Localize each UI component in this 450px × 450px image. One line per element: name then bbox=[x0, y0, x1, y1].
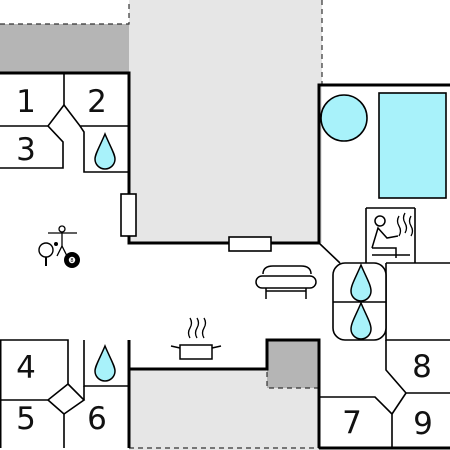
roof-top-left bbox=[0, 24, 129, 72]
shower-icon bbox=[94, 344, 116, 382]
room-number-6: 6 bbox=[87, 401, 107, 437]
wall-bottom-mid bbox=[127, 338, 321, 448]
table-tennis-icon bbox=[38, 242, 58, 266]
partitions-top-left bbox=[0, 73, 129, 173]
terrace-top-boundary bbox=[0, 0, 130, 25]
room-number-2: 2 bbox=[87, 84, 107, 120]
svg-text:8: 8 bbox=[70, 258, 73, 264]
dashed-boundaries bbox=[0, 0, 323, 449]
pool-area bbox=[320, 92, 447, 199]
room-number-5: 5 bbox=[16, 401, 36, 437]
partitions-right bbox=[318, 207, 450, 448]
shower-icon bbox=[350, 263, 372, 302]
room-number-9: 9 bbox=[413, 406, 433, 442]
shower-icon bbox=[350, 301, 372, 340]
room-number-4: 4 bbox=[16, 350, 36, 386]
partitions-bottom-left bbox=[0, 339, 129, 448]
cooking-pot-icon bbox=[170, 317, 222, 360]
terrace-top bbox=[129, 0, 322, 243]
room-number-7: 7 bbox=[342, 405, 362, 441]
shower-rooms bbox=[94, 132, 387, 382]
table-football-icon bbox=[48, 225, 77, 257]
room-numbers: 1 2 3 4 5 6 7 8 9 bbox=[16, 84, 433, 442]
window-left bbox=[120, 193, 137, 237]
windows bbox=[120, 193, 272, 252]
outdoor-areas bbox=[0, 0, 322, 450]
sofa-icon bbox=[255, 265, 317, 299]
wall-top-left bbox=[0, 71, 450, 245]
billiard-ball-icon: 8 bbox=[64, 252, 80, 268]
hot-tub-icon bbox=[320, 94, 368, 142]
roof-bottom-right bbox=[267, 340, 319, 388]
walls bbox=[0, 71, 450, 450]
room-number-3: 3 bbox=[16, 132, 36, 168]
pool-icon bbox=[378, 92, 447, 199]
room-number-8: 8 bbox=[412, 349, 432, 385]
shower-icon bbox=[94, 132, 116, 170]
room-number-1: 1 bbox=[16, 84, 36, 120]
window-mid bbox=[228, 236, 272, 252]
sauna-icon bbox=[371, 212, 414, 258]
